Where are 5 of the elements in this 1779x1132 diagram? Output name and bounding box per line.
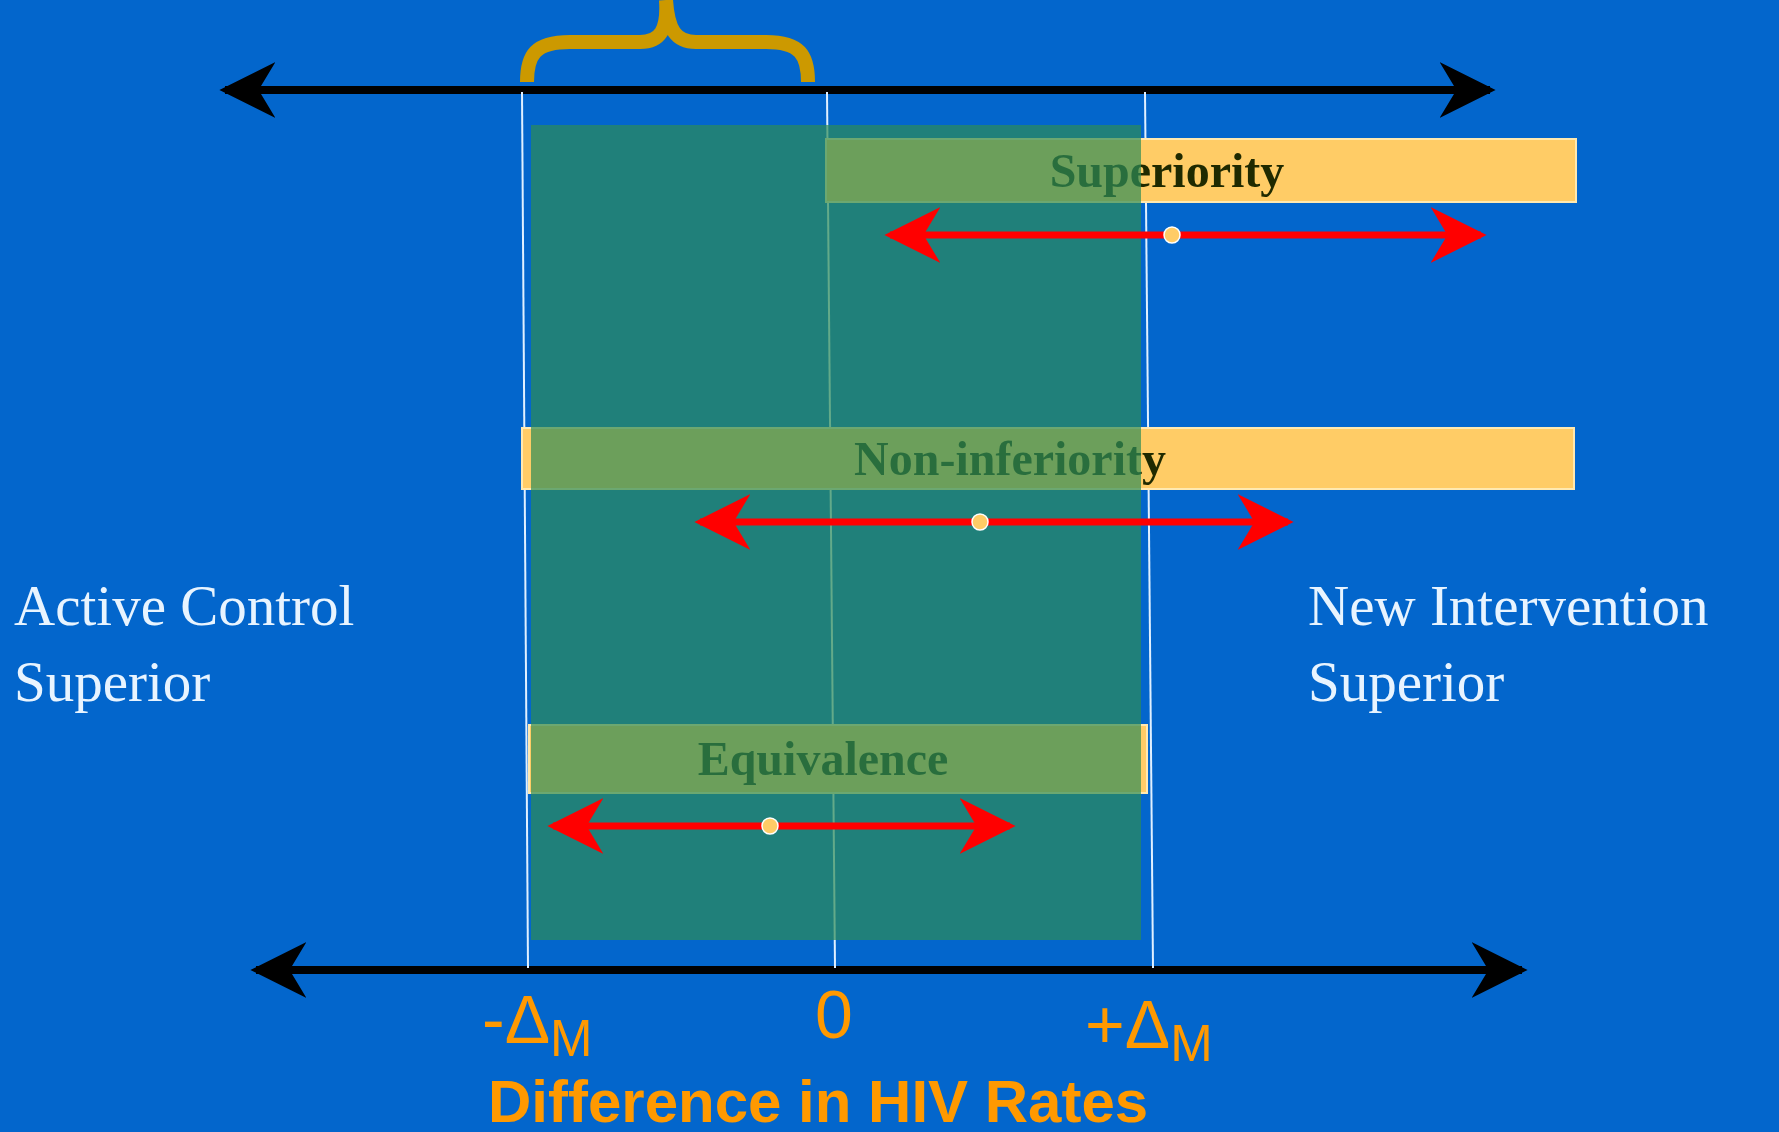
side-label: New Intervention Superior — [1308, 573, 1710, 715]
tick-label: 0 — [815, 980, 853, 1048]
side-label: Active Control Superior — [14, 573, 356, 715]
bar-label: Equivalence — [697, 731, 949, 787]
axis-title: Difference in HIV Rates — [488, 1072, 1149, 1132]
